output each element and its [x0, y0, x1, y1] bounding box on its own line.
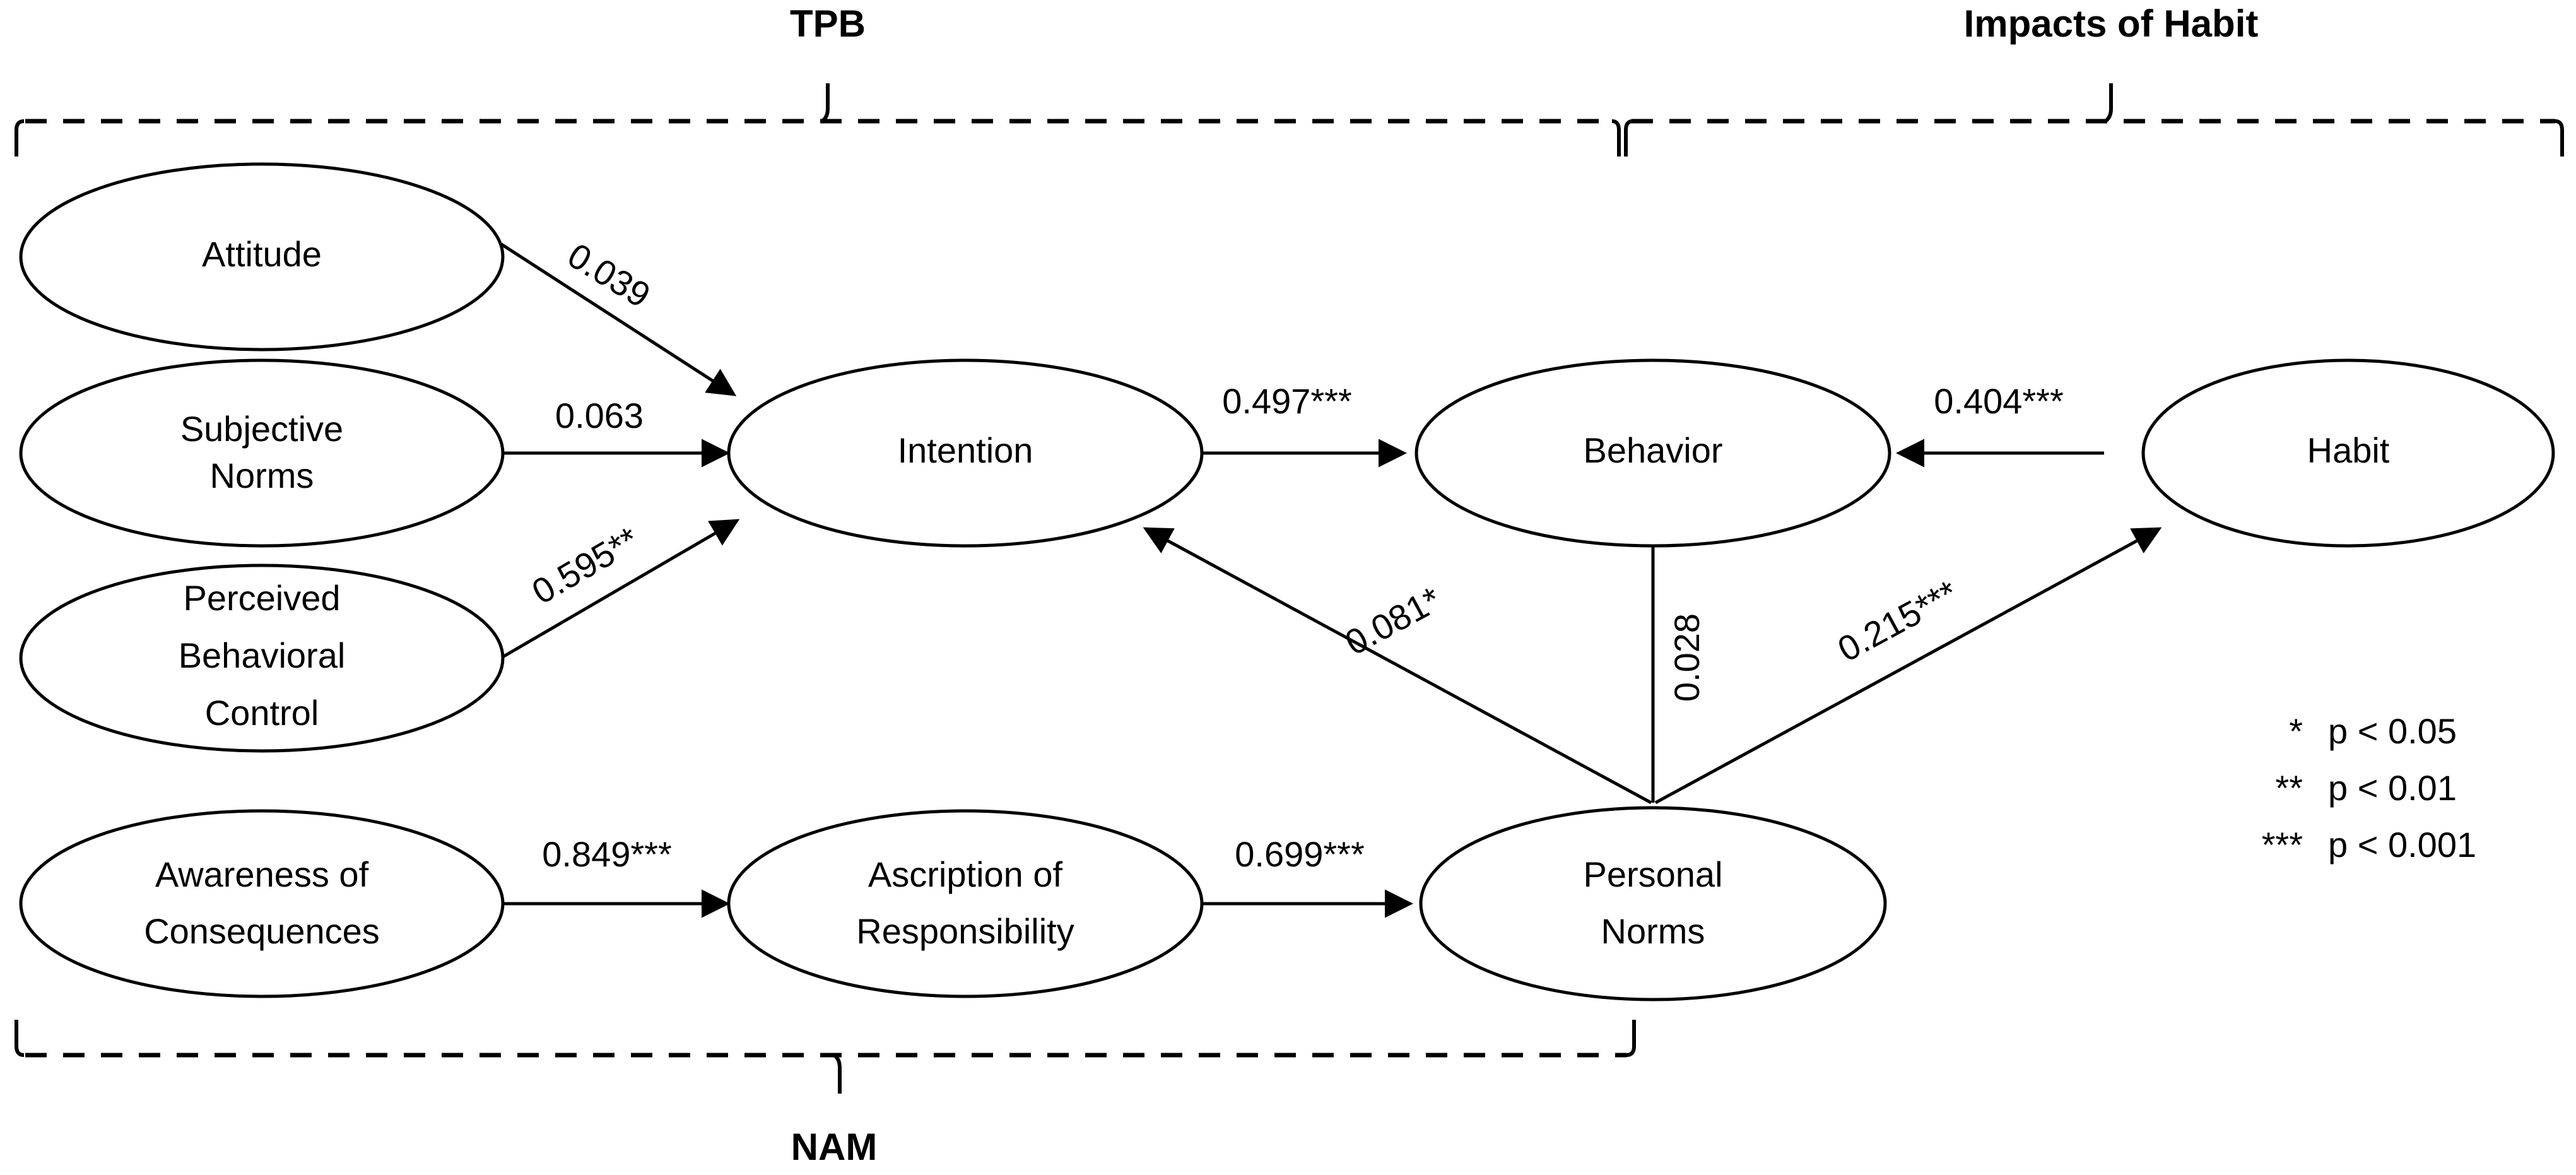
node-ascription-of-responsibility[interactable]: Ascription of Responsibility: [727, 809, 1204, 998]
edge-personal-habit: 0.215***: [1654, 527, 2162, 805]
edge-line: [497, 240, 737, 396]
coef-attitude-intention: 0.039: [561, 235, 657, 316]
node-label-ascription-line2: Responsibility: [856, 911, 1074, 951]
coef-awareness-ascription: 0.849***: [542, 834, 672, 874]
node-label-subjective-norms-line2: Norms: [210, 456, 314, 495]
habit-bracket-tick: [2104, 83, 2113, 123]
node-perceived-behavioral-control[interactable]: Perceived Behavioral Control: [19, 564, 505, 753]
legend-stars-1: *: [2289, 711, 2303, 751]
node-label-awareness-line2: Consequences: [144, 911, 380, 951]
node-label-pbc-line3: Control: [205, 693, 319, 733]
significance-legend: * p < 0.05 ** p < 0.01 *** p < 0.001: [2262, 711, 2477, 865]
node-ellipse[interactable]: [19, 358, 505, 548]
legend-stars-3: ***: [2262, 825, 2303, 865]
tpb-bracket-tick: [821, 83, 830, 123]
node-behavior[interactable]: Behavior: [1414, 358, 1891, 548]
coef-subjective-intention: 0.063: [555, 396, 644, 435]
node-label-behavior: Behavior: [1583, 430, 1722, 470]
coef-habit-behavior: 0.404***: [1934, 381, 2064, 421]
node-label-ascription-line1: Ascription of: [868, 854, 1063, 894]
tpb-bracket-left-cap: [15, 119, 25, 156]
nam-bracket-left-cap: [15, 1020, 25, 1057]
edge-subjective-intention: 0.063: [498, 396, 730, 468]
node-ellipse[interactable]: [727, 358, 1204, 548]
group-title-impacts-of-habit: Impacts of Habit: [1964, 3, 2259, 45]
node-awareness-of-consequences[interactable]: Awareness of Consequences: [19, 809, 505, 998]
node-label-pbc-line1: Perceived: [183, 578, 340, 618]
node-ellipse[interactable]: [19, 162, 505, 351]
edge-ascription-personal: 0.699***: [1201, 834, 1413, 918]
node-ellipse[interactable]: [1419, 806, 1887, 1001]
edge-personal-behavior: 0.028: [1638, 517, 1707, 803]
legend-text-2: p < 0.01: [2328, 768, 2457, 808]
node-label-intention: Intention: [898, 430, 1033, 470]
edge-intention-behavior: 0.497***: [1201, 381, 1407, 468]
habit-bracket-left-cap: [1624, 119, 1633, 156]
coef-ascription-personal: 0.699***: [1235, 834, 1365, 874]
group-title-tpb: TPB: [790, 3, 866, 45]
legend-text-1: p < 0.05: [2328, 711, 2457, 751]
node-label-attitude: Attitude: [202, 234, 322, 274]
edge-line: [497, 519, 740, 661]
coef-personal-behavior: 0.028: [1667, 613, 1707, 702]
habit-bracket-right-cap: [2555, 119, 2564, 156]
group-bracket-habit: Impacts of Habit: [1624, 3, 2564, 156]
node-personal-norms[interactable]: Personal Norms: [1419, 806, 1887, 1001]
nam-bracket-right-cap: [1626, 1020, 1636, 1057]
group-title-nam: NAM: [791, 1126, 878, 1168]
edge-pbc-intention: 0.595**: [497, 519, 740, 661]
edge-line: [1654, 527, 2162, 805]
group-bracket-tpb: TPB: [15, 3, 1621, 156]
coef-intention-behavior: 0.497***: [1222, 381, 1352, 421]
node-ellipse[interactable]: [1414, 358, 1891, 548]
tpb-bracket-right-cap: [1611, 119, 1621, 156]
edge-line: [1143, 527, 1652, 805]
group-bracket-nam: NAM: [15, 1020, 1636, 1168]
node-ellipse[interactable]: [19, 809, 505, 998]
edge-personal-intention: 0.081*: [1143, 527, 1652, 805]
nam-bracket-tick: [833, 1053, 842, 1094]
edge-habit-behavior: 0.404***: [1896, 381, 2104, 468]
node-habit[interactable]: Habit: [2141, 358, 2555, 548]
coef-personal-habit: 0.215***: [1831, 572, 1964, 669]
coef-pbc-intention: 0.595**: [525, 519, 645, 611]
edge-awareness-ascription: 0.849***: [498, 834, 730, 918]
legend-text-3: p < 0.001: [2328, 825, 2476, 865]
node-intention[interactable]: Intention: [727, 358, 1204, 548]
node-label-personal-norms-line2: Norms: [1601, 911, 1705, 951]
node-label-pbc-line2: Behavioral: [179, 635, 346, 675]
node-attitude[interactable]: Attitude: [19, 162, 505, 351]
node-subjective-norms[interactable]: Subjective Norms: [19, 358, 505, 548]
node-ellipse[interactable]: [2141, 358, 2555, 548]
node-label-subjective-norms-line1: Subjective: [180, 409, 343, 449]
node-ellipse[interactable]: [19, 564, 505, 753]
node-label-personal-norms-line1: Personal: [1583, 854, 1722, 894]
coef-personal-intention: 0.081*: [1339, 579, 1447, 663]
edge-attitude-intention: 0.039: [497, 235, 737, 396]
node-label-habit: Habit: [2307, 430, 2390, 470]
node-ellipse[interactable]: [727, 809, 1204, 998]
node-label-awareness-line1: Awareness of: [155, 854, 369, 894]
legend-stars-2: **: [2275, 768, 2303, 808]
